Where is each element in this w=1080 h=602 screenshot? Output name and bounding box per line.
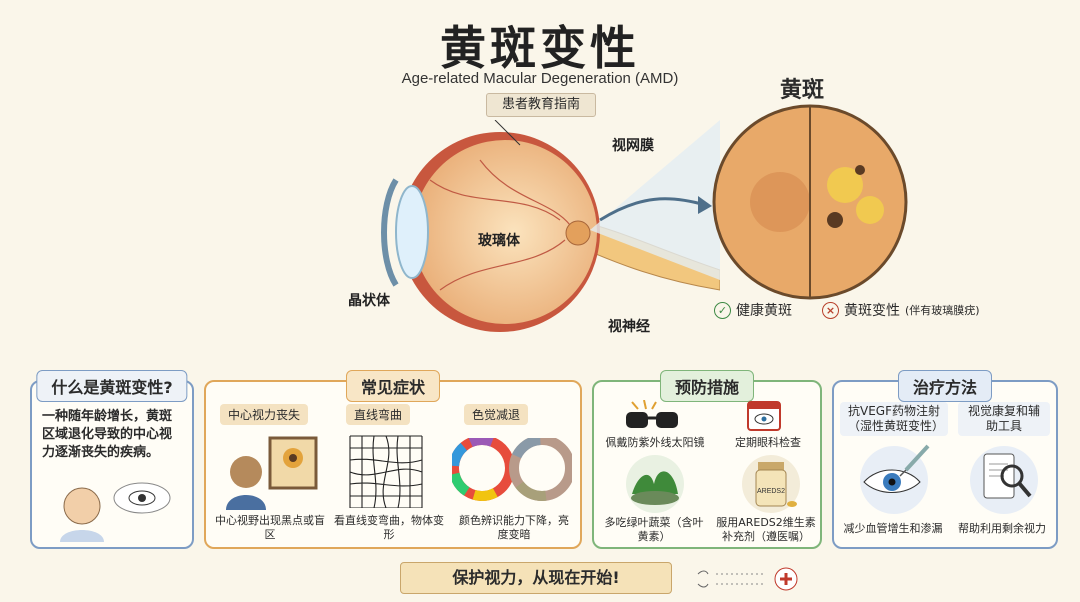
bottle-label: AREDS2 bbox=[757, 488, 785, 495]
elderly-person-icon bbox=[60, 482, 171, 542]
legend-degenerated: × 黄斑变性 (伴有玻璃膜疣) bbox=[822, 300, 980, 320]
cornea-shape bbox=[381, 178, 399, 287]
leafy-greens-icon bbox=[626, 455, 684, 513]
eye-exam-calendar-icon bbox=[747, 401, 781, 431]
zoom-arrow-line bbox=[599, 197, 706, 222]
symptom-caption-distortion: 看直线变弯曲，物体变形 bbox=[334, 514, 444, 541]
zoom-arrow-head bbox=[698, 196, 712, 214]
legend-healthy: ✓ 健康黄斑 bbox=[714, 300, 792, 320]
symptom-label-central-loss: 中心视力丧失 bbox=[220, 404, 309, 425]
guide-badge: 患者教育指南 bbox=[486, 93, 596, 117]
symptom-label-color: 色觉减退 bbox=[464, 404, 529, 425]
label-optic-nerve: 视神经 bbox=[608, 319, 650, 335]
page-title: 黄斑变性 bbox=[440, 21, 640, 75]
page-subtitle: Age-related Macular Degeneration (AMD) bbox=[401, 70, 679, 87]
drusen-1 bbox=[827, 167, 863, 203]
treatment-caption-rehab: 帮助利用剩余视力 bbox=[958, 522, 1046, 535]
healthy-macula-center bbox=[750, 172, 810, 232]
pigment-2 bbox=[855, 165, 865, 175]
retina-pointer bbox=[494, 120, 521, 146]
phone-icon bbox=[697, 570, 709, 588]
color-wheels-icon bbox=[452, 438, 572, 501]
supplement-bottle-icon: AREDS2 bbox=[742, 455, 800, 513]
symptom-caption-color: 颜色辨识能力下降，亮度变暗 bbox=[459, 514, 569, 541]
prevention-caption-checkup: 定期眼科检查 bbox=[735, 436, 801, 449]
legend-degenerated-label: 黄斑变性 bbox=[844, 303, 900, 319]
drusen-2 bbox=[856, 196, 884, 224]
eyeball-inner bbox=[413, 140, 597, 324]
panel-treatment-title: 治疗方法 bbox=[897, 370, 993, 402]
medical-cross-icon bbox=[780, 573, 792, 585]
panel-what: 什么是黄斑变性? 一种随年龄增长，黄斑区域退化导致的中心视力逐渐丧失的疾病。 bbox=[30, 370, 194, 549]
panel-treatment: 治疗方法 抗VEGF药物注射（湿性黄斑变性） 减少血管增生和渗漏 视觉康复和辅助… bbox=[832, 370, 1058, 549]
macula-title: 黄斑 bbox=[780, 78, 825, 103]
panel-symptoms-title: 常见症状 bbox=[345, 370, 441, 402]
panel-what-text: 一种随年龄增长，黄斑区域退化导致的中心视力逐渐丧失的疾病。 bbox=[42, 409, 173, 460]
retina-vessels bbox=[429, 159, 571, 291]
prevention-caption-sunglasses: 佩戴防紫外线太阳镜 bbox=[605, 436, 705, 449]
label-retina: 视网膜 bbox=[612, 138, 654, 154]
panel-prevention: 预防措施 佩戴防紫外线太阳镜 定期眼科检查 多吃绿叶蔬菜（含叶黄素） AREDS… bbox=[592, 370, 822, 549]
treatment-caption-injection: 减少血管增生和渗漏 bbox=[843, 522, 943, 535]
symptom-caption-central-loss: 中心视野出现黑点或盲区 bbox=[215, 514, 325, 541]
magnifier-tablet-icon bbox=[970, 446, 1038, 514]
label-lens: 晶状体 bbox=[348, 293, 390, 309]
pigment-1 bbox=[827, 212, 843, 228]
check-icon: ✓ bbox=[714, 301, 731, 319]
panel-what-title: 什么是黄斑变性? bbox=[36, 370, 188, 402]
macula-spot bbox=[565, 220, 591, 246]
prevention-caption-supplement: 服用AREDS2维生素补充剂（遵医嘱） bbox=[716, 516, 816, 543]
footer-decoration bbox=[697, 567, 798, 591]
cross-icon: × bbox=[822, 301, 839, 319]
label-vitreous: 玻璃体 bbox=[478, 233, 520, 249]
legend-degenerated-note: (伴有玻璃膜疣) bbox=[905, 304, 980, 317]
eye-diagram bbox=[381, 120, 720, 332]
treatment-label-injection: 抗VEGF药物注射（湿性黄斑变性） bbox=[840, 402, 948, 436]
panel-symptoms: 常见症状 中心视力丧失 中心视野出现黑点或盲区 直线弯曲 看直线变弯曲，物体变形… bbox=[204, 370, 582, 549]
slogan-banner: 保护视力，从现在开始! bbox=[400, 562, 672, 594]
prevention-caption-greens: 多吃绿叶蔬菜（含叶黄素） bbox=[604, 516, 704, 543]
sunglasses-icon bbox=[626, 400, 678, 428]
central-loss-icon bbox=[226, 436, 318, 510]
symptom-label-distortion: 直线弯曲 bbox=[346, 404, 411, 425]
treatment-label-rehab: 视觉康复和辅助工具 bbox=[958, 402, 1050, 436]
amsler-grid-icon bbox=[349, 435, 423, 508]
legend-healthy-label: 健康黄斑 bbox=[736, 303, 792, 319]
eye-injection-icon bbox=[860, 444, 930, 514]
panel-prevention-title: 预防措施 bbox=[659, 370, 755, 402]
macula-zoom bbox=[590, 104, 908, 300]
lens-shape bbox=[395, 185, 429, 279]
